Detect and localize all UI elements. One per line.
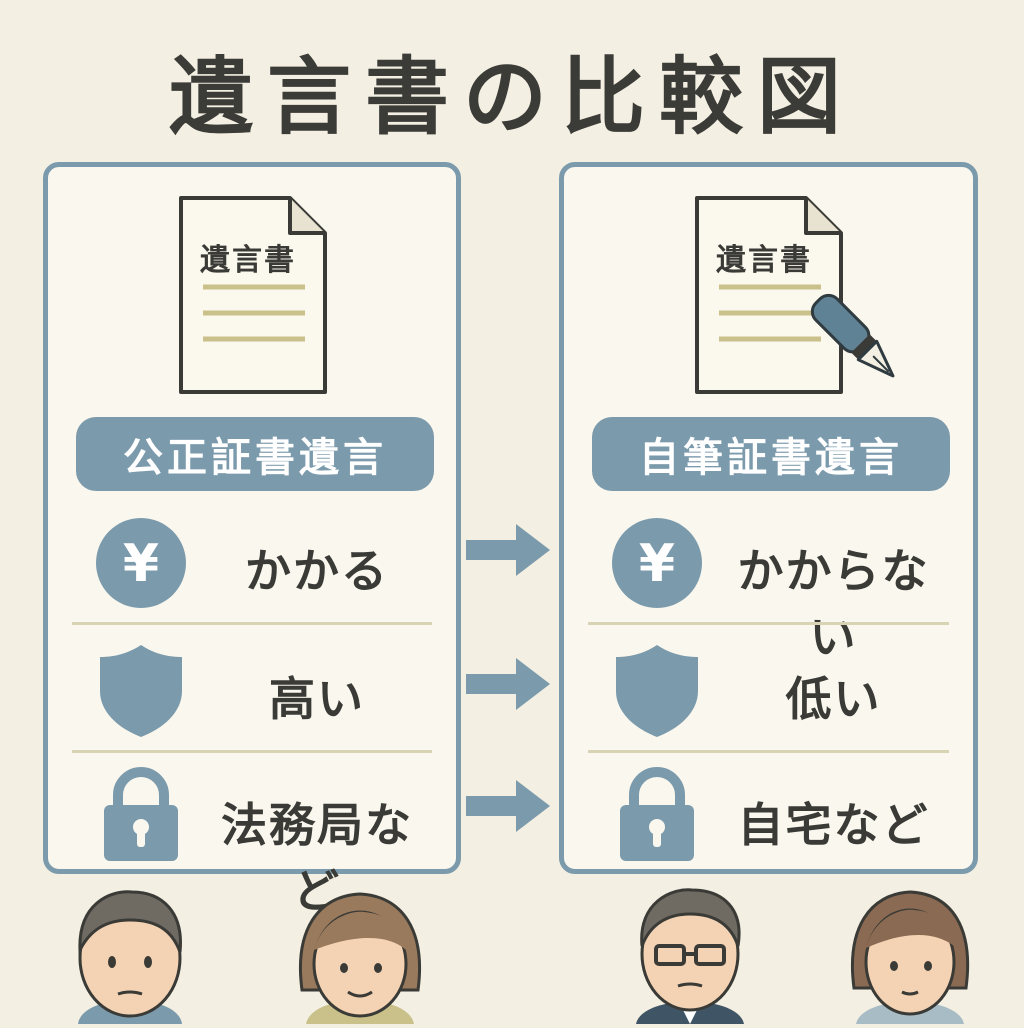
- divider: [72, 622, 432, 625]
- arrow-right-icon: [466, 778, 550, 834]
- elderly-man-illustration: [60, 880, 200, 1024]
- document-icon: 遺言書: [694, 195, 844, 395]
- storage-row: 法務局など: [48, 765, 456, 918]
- woman-illustration: [840, 880, 980, 1024]
- security-row: 低い: [564, 637, 973, 747]
- shield-icon: [96, 641, 186, 737]
- holographic-will-card: 遺言書 自筆証書遺言 ¥ かからない 低い: [559, 162, 978, 874]
- page-title: 遺言書の比較図: [168, 48, 855, 146]
- lock-icon: [96, 767, 186, 863]
- lock-icon: [612, 767, 702, 863]
- divider: [588, 750, 949, 753]
- document-icon: 遺言書: [178, 195, 328, 395]
- storage-value: 自宅など: [737, 798, 930, 852]
- elderly-woman-illustration: [290, 880, 430, 1024]
- divider: [588, 622, 949, 625]
- yen-glyph: ¥: [123, 534, 159, 594]
- security-value: 低い: [785, 672, 882, 726]
- fountain-pen-icon: [804, 292, 914, 392]
- security-value: 高い: [269, 672, 365, 726]
- will-type-label: 自筆証書遺言: [592, 417, 950, 491]
- cost-row: ¥ かかる: [48, 509, 456, 619]
- document-title: 遺言書: [200, 243, 296, 278]
- yen-glyph: ¥: [639, 534, 675, 594]
- yen-icon: ¥: [612, 515, 702, 611]
- arrow-right-icon: [466, 522, 550, 578]
- cost-value: かかる: [245, 544, 389, 598]
- storage-row: 自宅など: [564, 765, 973, 875]
- divider: [72, 750, 432, 753]
- security-row: 高い: [48, 637, 456, 747]
- cost-row: ¥ かからない: [564, 509, 973, 664]
- man-with-glasses-illustration: [620, 880, 760, 1024]
- shield-icon: [612, 641, 702, 737]
- cost-value: かからない: [737, 544, 930, 664]
- arrow-right-icon: [466, 656, 550, 712]
- document-title: 遺言書: [716, 243, 812, 278]
- will-type-label: 公正証書遺言: [76, 417, 434, 491]
- notarial-will-card: 遺言書 公正証書遺言 ¥ かかる 高い 法務局など: [43, 162, 461, 918]
- yen-icon: ¥: [96, 515, 186, 611]
